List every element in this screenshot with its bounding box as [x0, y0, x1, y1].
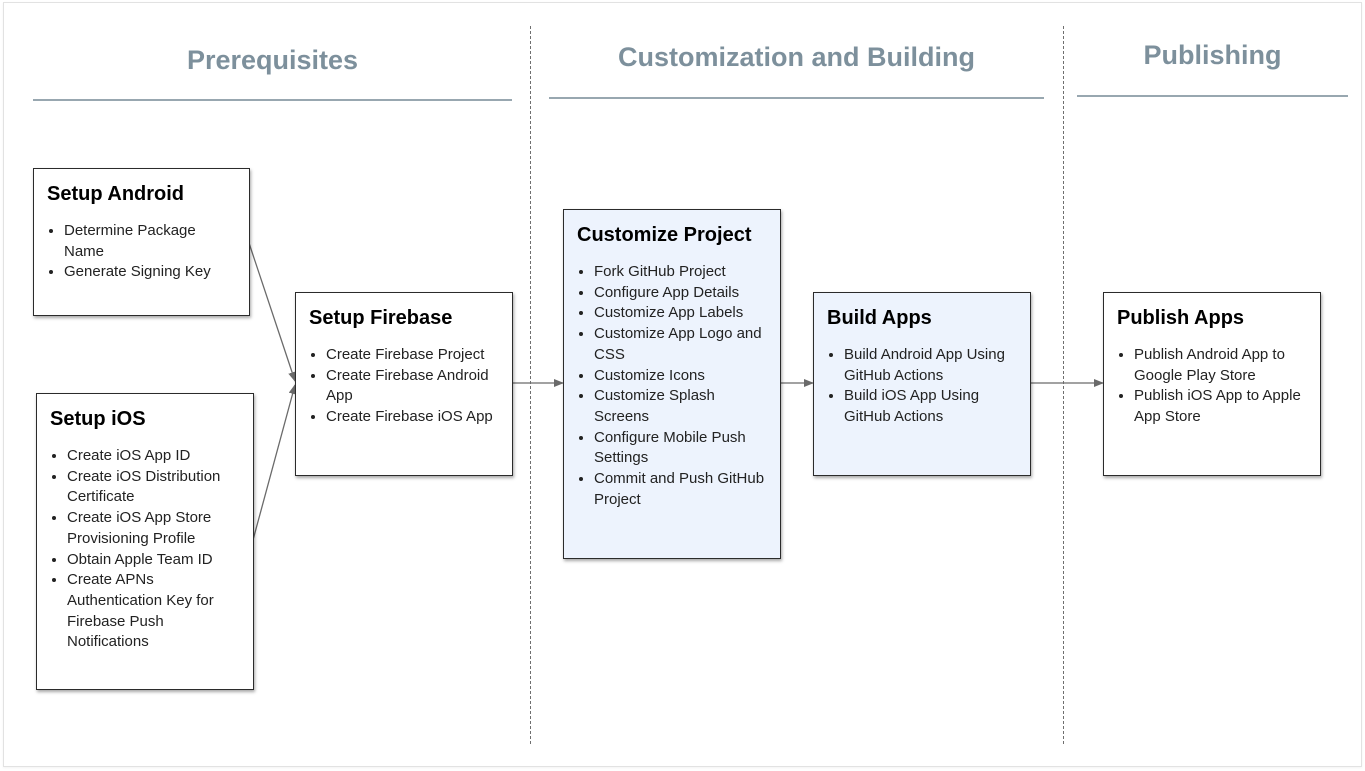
- connector-ios-to-firebase: [252, 384, 297, 541]
- step-items: Build Android App Using GitHub Actions B…: [827, 345, 1018, 428]
- step-title: Build Apps: [827, 307, 932, 329]
- step-item: Customize App Labels: [594, 303, 768, 324]
- step-publish-apps: Publish Apps Publish Android App to Goog…: [1103, 292, 1321, 476]
- step-title: Publish Apps: [1117, 307, 1245, 329]
- step-item: Create iOS App ID: [67, 446, 241, 467]
- step-item: Obtain Apple Team ID: [67, 550, 241, 571]
- step-item: Build iOS App Using GitHub Actions: [844, 386, 1018, 427]
- step-title: Setup Firebase: [309, 307, 453, 329]
- step-item: Commit and Push GitHub Project: [594, 469, 768, 510]
- step-customize-project: Customize Project Fork GitHub Project Co…: [563, 209, 781, 559]
- step-item: Create iOS Distribution Certificate: [67, 467, 241, 508]
- step-item: Publish Android App to Google Play Store: [1134, 345, 1308, 386]
- step-item: Generate Signing Key: [64, 262, 237, 283]
- phase-title-prerequisites: Prerequisites: [186, 45, 359, 75]
- phase-rule-prerequisites: [33, 99, 512, 101]
- step-item: Customize App Logo and CSS: [594, 324, 768, 365]
- step-item: Customize Icons: [594, 366, 768, 387]
- step-setup-ios: Setup iOS Create iOS App ID Create iOS D…: [36, 393, 254, 690]
- connector-android-to-firebase: [248, 242, 296, 382]
- step-item: Create Firebase iOS App: [326, 407, 500, 428]
- step-item: Configure Mobile Push Settings: [594, 428, 768, 469]
- step-item: Fork GitHub Project: [594, 262, 768, 283]
- phase-title-publishing: Publishing: [1143, 40, 1282, 70]
- step-items: Create iOS App ID Create iOS Distributio…: [50, 446, 241, 653]
- step-item: Determine Package Name: [64, 221, 237, 262]
- step-items: Create Firebase Project Create Firebase …: [309, 345, 500, 428]
- step-title: Setup iOS: [50, 408, 146, 430]
- phase-rule-publishing: [1077, 95, 1348, 97]
- step-setup-android: Setup Android Determine Package Name Gen…: [33, 168, 250, 316]
- step-item: Build Android App Using GitHub Actions: [844, 345, 1018, 386]
- phase-divider: [1063, 26, 1064, 744]
- step-item: Create iOS App Store Provisioning Profil…: [67, 508, 241, 549]
- step-item: Customize Splash Screens: [594, 386, 768, 427]
- phase-title-customization: Customization and Building: [618, 42, 975, 72]
- step-item: Configure App Details: [594, 283, 768, 304]
- step-items: Fork GitHub Project Configure App Detail…: [577, 262, 768, 510]
- step-title: Customize Project: [577, 224, 752, 246]
- step-items: Determine Package Name Generate Signing …: [47, 221, 237, 283]
- step-item: Create APNs Authentication Key for Fireb…: [67, 570, 241, 653]
- step-item: Create Firebase Project: [326, 345, 500, 366]
- step-item: Create Firebase Android App: [326, 366, 500, 407]
- step-items: Publish Android App to Google Play Store…: [1117, 345, 1308, 428]
- phase-divider: [530, 26, 531, 744]
- step-title: Setup Android: [47, 183, 185, 205]
- step-setup-firebase: Setup Firebase Create Firebase Project C…: [295, 292, 513, 476]
- step-build-apps: Build Apps Build Android App Using GitHu…: [813, 292, 1031, 476]
- phase-rule-customization: [549, 97, 1044, 99]
- step-item: Publish iOS App to Apple App Store: [1134, 386, 1308, 427]
